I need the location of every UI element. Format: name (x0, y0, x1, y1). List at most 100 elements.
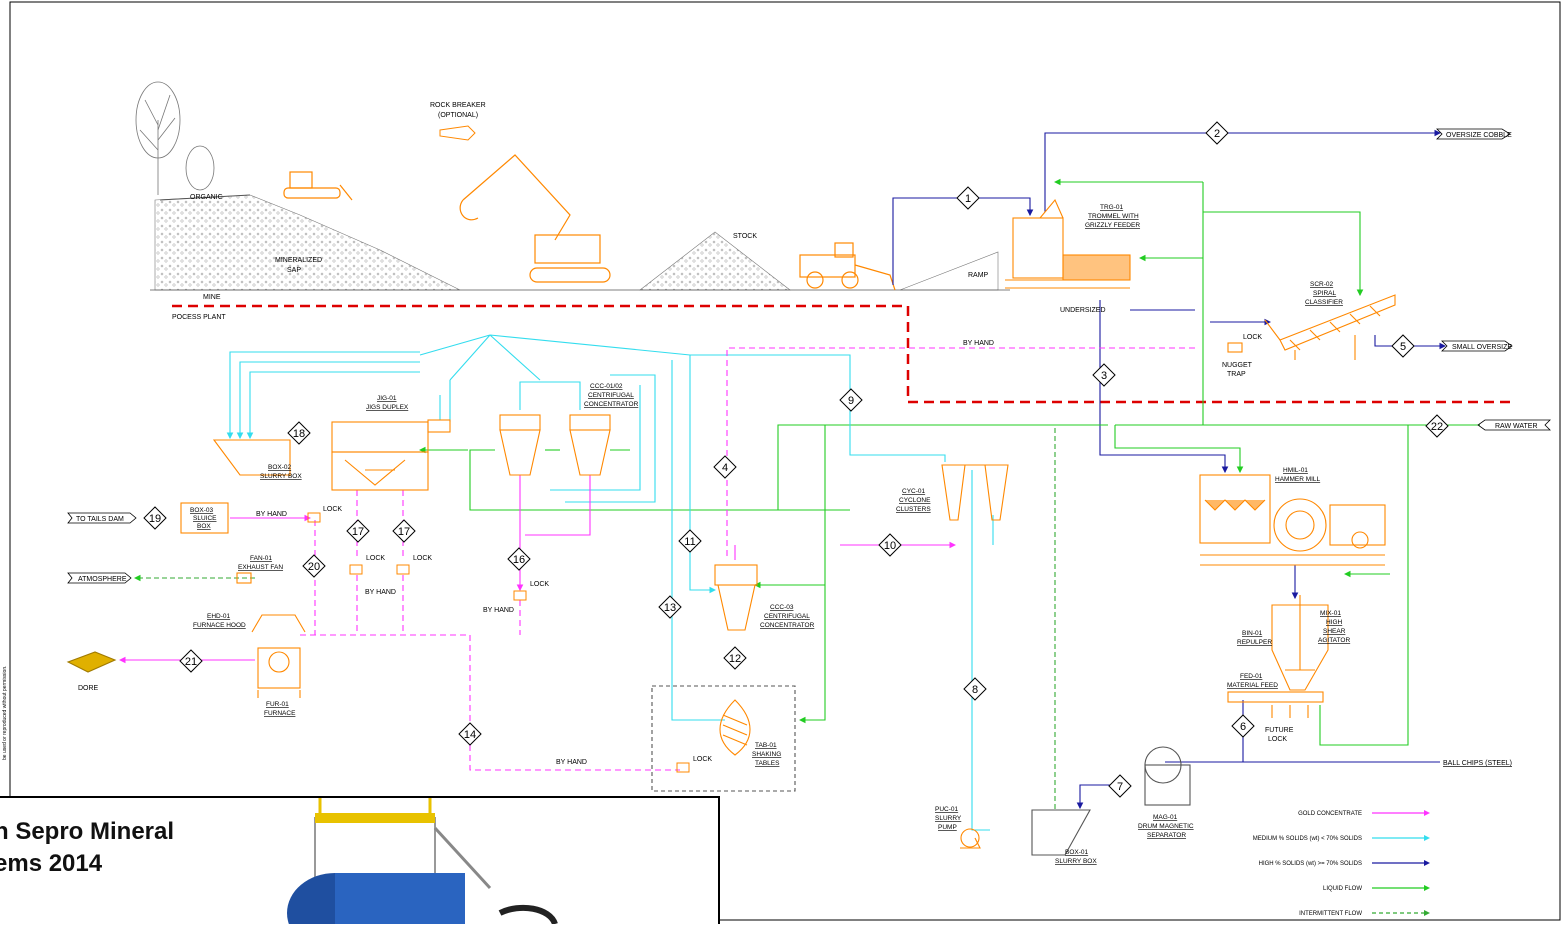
puc-id: PUC-01 (935, 806, 959, 813)
by-hand-label: BY HAND (556, 759, 587, 766)
cyc-id: CYC-01 (902, 488, 926, 495)
ehd-id: EHD-01 (207, 613, 231, 620)
stream-node: 19 (144, 507, 166, 529)
box03-desc-1: SLUICE (193, 515, 217, 522)
oversize-label: OVERSIZE COBBLE (1446, 132, 1512, 139)
stream-terminals (68, 129, 1550, 583)
stream-node: 6 (1232, 715, 1254, 737)
nugget-label-2: TRAP (1227, 371, 1246, 378)
legend-arrow (1424, 860, 1430, 866)
hmil-id: HMIL-01 (1283, 467, 1308, 474)
ccc-desc-1: CENTRIFUGAL (588, 392, 634, 399)
stream-node: 10 (879, 534, 901, 556)
jig-desc: JIGS DUPLEX (366, 404, 409, 411)
svg-text:16: 16 (513, 554, 525, 566)
lock-label: LOCK (413, 555, 432, 562)
atmosphere-label: ATMOSPHERE (78, 576, 127, 583)
ccc3-id: CCC-03 (770, 604, 794, 611)
repulper-agitator-icon (1228, 595, 1328, 718)
hammer-mill-icon (1200, 475, 1385, 565)
equipment-labels: TRG-01 TROMMEL WITH GRIZZLY FEEDER UNDER… (78, 204, 1350, 865)
box03-desc-2: BOX (197, 523, 211, 530)
svg-text:7: 7 (1117, 781, 1123, 793)
future-label-2: LOCK (1268, 736, 1287, 743)
sap-label: SAP (287, 267, 301, 274)
svg-text:8: 8 (972, 684, 978, 696)
svg-text:3: 3 (1101, 370, 1107, 382)
svg-text:6: 6 (1240, 721, 1246, 733)
stream-node: 21 (180, 650, 202, 672)
trg-desc-1: TROMMEL WITH (1088, 213, 1139, 220)
ccc-id: CCC-01/02 (590, 383, 623, 390)
fur-id: FUR-01 (266, 701, 289, 708)
ehd-desc: FURNACE HOOD (193, 622, 246, 629)
drawing-border (10, 2, 1560, 920)
legend-arrow (1424, 810, 1430, 816)
box02-desc: SLURRY BOX (260, 473, 302, 480)
lock-label: LOCK (323, 506, 342, 513)
dore-label: DORE (78, 685, 99, 692)
ball-chips-label: BALL CHIPS (STEEL) (1443, 760, 1512, 767)
tab-desc-1: SHAKING (752, 751, 781, 758)
svg-text:22: 22 (1431, 421, 1443, 433)
by-hand-label: BY HAND (483, 607, 514, 614)
credit-line-2: ems 2014 (0, 850, 102, 878)
stream-node: 5 (1392, 335, 1414, 357)
legend-label: GOLD CONCENTRATE (1298, 811, 1362, 817)
svg-text:5: 5 (1400, 341, 1406, 353)
fed-desc: MATERIAL FEED (1227, 682, 1278, 689)
stream-node: 14 (459, 723, 481, 745)
credit-line-1: n Sepro Mineral (0, 818, 174, 846)
rock-breaker-label: ROCK BREAKER (430, 102, 486, 109)
tab-id: TAB-01 (755, 742, 777, 749)
small-oversize-label: SMALL OVERSIZE (1452, 344, 1512, 351)
optional-label: (OPTIONAL) (438, 112, 478, 119)
box02-id: BOX-02 (268, 464, 292, 471)
stock-label: STOCK (733, 233, 757, 240)
by-hand-label: BY HAND (963, 340, 994, 347)
ccc3-desc-2: CONCENTRATOR (760, 622, 815, 629)
nugget-lock: LOCK (1243, 334, 1262, 341)
scr-desc-1: SPIRAL (1313, 290, 1337, 297)
mix-desc-1: HIGH (1326, 619, 1343, 626)
stream-node: 9 (840, 389, 862, 411)
lock-label: LOCK (693, 756, 712, 763)
scr-desc-2: CLASSIFIER (1305, 299, 1343, 306)
legend-label: MEDIUM % SOLIDS (wt) < 70% SOLIDS (1253, 836, 1362, 842)
svg-text:13: 13 (664, 602, 676, 614)
legend-arrow (1424, 885, 1430, 891)
furnace-icon (258, 648, 300, 698)
nugget-label-1: NUGGET (1222, 362, 1253, 369)
organic-label: ORGANIC (190, 194, 223, 201)
fur-desc: FURNACE (264, 710, 296, 717)
furnace-hood-icon (252, 615, 305, 632)
hmil-desc: HAMMER MILL (1275, 476, 1321, 483)
stream-node: 17 (347, 520, 369, 542)
stream-node: 2 (1206, 122, 1228, 144)
mag-id: MAG-01 (1153, 814, 1178, 821)
bin-desc: REPULPER (1237, 639, 1272, 646)
trg-id: TRG-01 (1100, 204, 1124, 211)
legend-arrow (1424, 910, 1430, 916)
svg-text:20: 20 (308, 561, 320, 573)
centrifugal-concentrator-03-icon (715, 565, 757, 630)
lock-label: LOCK (530, 581, 549, 588)
legend: GOLD CONCENTRATE MEDIUM % SOLIDS (wt) < 7… (1253, 810, 1430, 917)
stream-node: 7 (1109, 775, 1131, 797)
tree-icon (136, 82, 214, 195)
svg-text:19: 19 (149, 513, 161, 525)
stream-node: 13 (659, 596, 681, 618)
scr-id: SCR-02 (1310, 281, 1334, 288)
copyright-panel: n Sepro Mineral ems 2014 (0, 796, 720, 924)
mag-desc-2: SEPARATOR (1147, 832, 1186, 839)
box01-id: BOX-01 (1065, 849, 1089, 856)
stream-nodes: 1 2 3 4 5 6 7 8 9 10 11 12 13 14 16 17 1… (144, 122, 1448, 797)
loader-icon (800, 243, 895, 290)
slurry-pump-icon (960, 829, 980, 848)
mine-area: ORGANIC MINERALIZED SAP ROCK BREAKER (OP… (136, 82, 1010, 321)
jigs-duplex-icon (332, 420, 450, 490)
svg-text:17: 17 (352, 526, 364, 538)
bulldozer-icon (284, 172, 352, 200)
svg-text:9: 9 (848, 395, 854, 407)
